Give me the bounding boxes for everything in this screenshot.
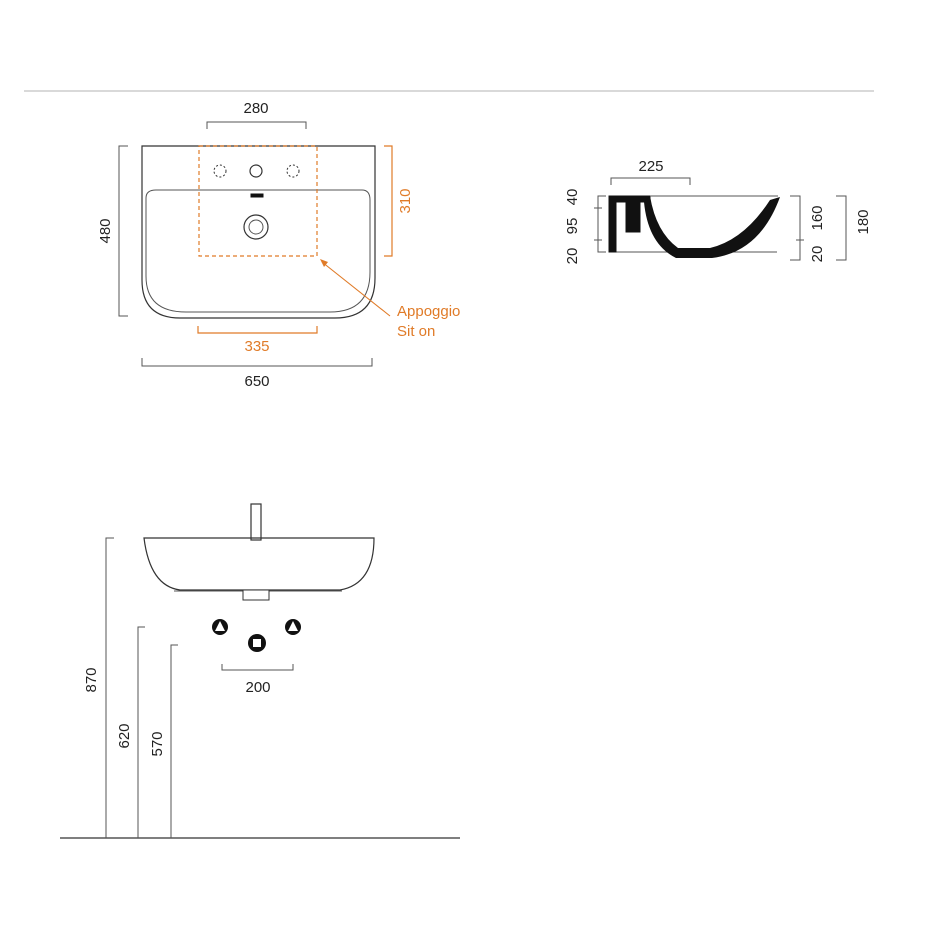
section-dim-95: 95 <box>564 218 581 235</box>
dim-650-label: 650 <box>244 373 269 390</box>
callout-label-line2: Sit on <box>397 323 435 340</box>
dim-870-line <box>105 537 114 838</box>
overflow-slot <box>250 193 264 198</box>
dim-620-label: 620 <box>116 723 133 748</box>
section-left-dim-line <box>597 195 606 253</box>
callout-leader <box>321 261 391 317</box>
drain-inner-icon <box>248 219 264 235</box>
basin-front-outline <box>143 537 375 591</box>
section-drain <box>683 248 699 258</box>
basin-outline <box>141 145 376 319</box>
cold-valve-arrow <box>288 621 298 631</box>
dim-200-label: 200 <box>245 679 270 696</box>
tap-hole-left-icon <box>213 164 227 178</box>
dim-335-line <box>197 326 318 334</box>
section-dim-180: 180 <box>855 209 872 234</box>
section-back-wall <box>608 195 651 253</box>
dim-310-label: 310 <box>397 188 414 213</box>
dim-200-line <box>221 664 294 671</box>
section-dim-40: 40 <box>564 189 581 206</box>
sit-on-area <box>198 145 318 257</box>
top-view: 280 480 310 335 650 Appoggio Sit on <box>97 100 460 390</box>
basin-bowl <box>145 189 371 313</box>
waste-outlet-square <box>253 639 261 647</box>
hot-valve-arrow <box>215 621 225 631</box>
dim-310-line <box>384 145 393 257</box>
dim-280-label: 280 <box>243 100 268 117</box>
dim-480-line <box>118 145 128 317</box>
dim-570-line <box>170 644 178 838</box>
callout-arrow-icon <box>320 259 328 267</box>
section-dim-160: 160 <box>809 205 826 230</box>
dim-335-label: 335 <box>244 338 269 355</box>
dim-870-label: 870 <box>83 667 100 692</box>
section-bowl-wall <box>644 196 780 258</box>
section-total-dim-line <box>836 195 847 261</box>
dim-570-label: 570 <box>149 731 166 756</box>
tap-hole-center-icon <box>249 164 263 178</box>
elevation-view: 200 870 620 570 <box>60 503 460 839</box>
dim-225-label: 225 <box>638 158 663 175</box>
faucet-icon <box>250 503 262 541</box>
callout-label-line1: Appoggio <box>397 303 460 320</box>
dim-480-label: 480 <box>97 218 114 243</box>
waste-icon <box>242 589 270 601</box>
drain-icon <box>243 214 269 240</box>
tap-hole-right-icon <box>286 164 300 178</box>
section-view: 225 40 95 20 160 20 180 <box>564 158 872 264</box>
dim-620-line <box>137 626 145 838</box>
section-right-dim-line <box>790 195 801 261</box>
section-dim-20: 20 <box>564 248 581 265</box>
section-dim-20-right: 20 <box>809 246 826 263</box>
dim-650-line <box>141 358 373 367</box>
dim-280-line <box>206 121 307 129</box>
dim-225-line <box>610 177 691 185</box>
